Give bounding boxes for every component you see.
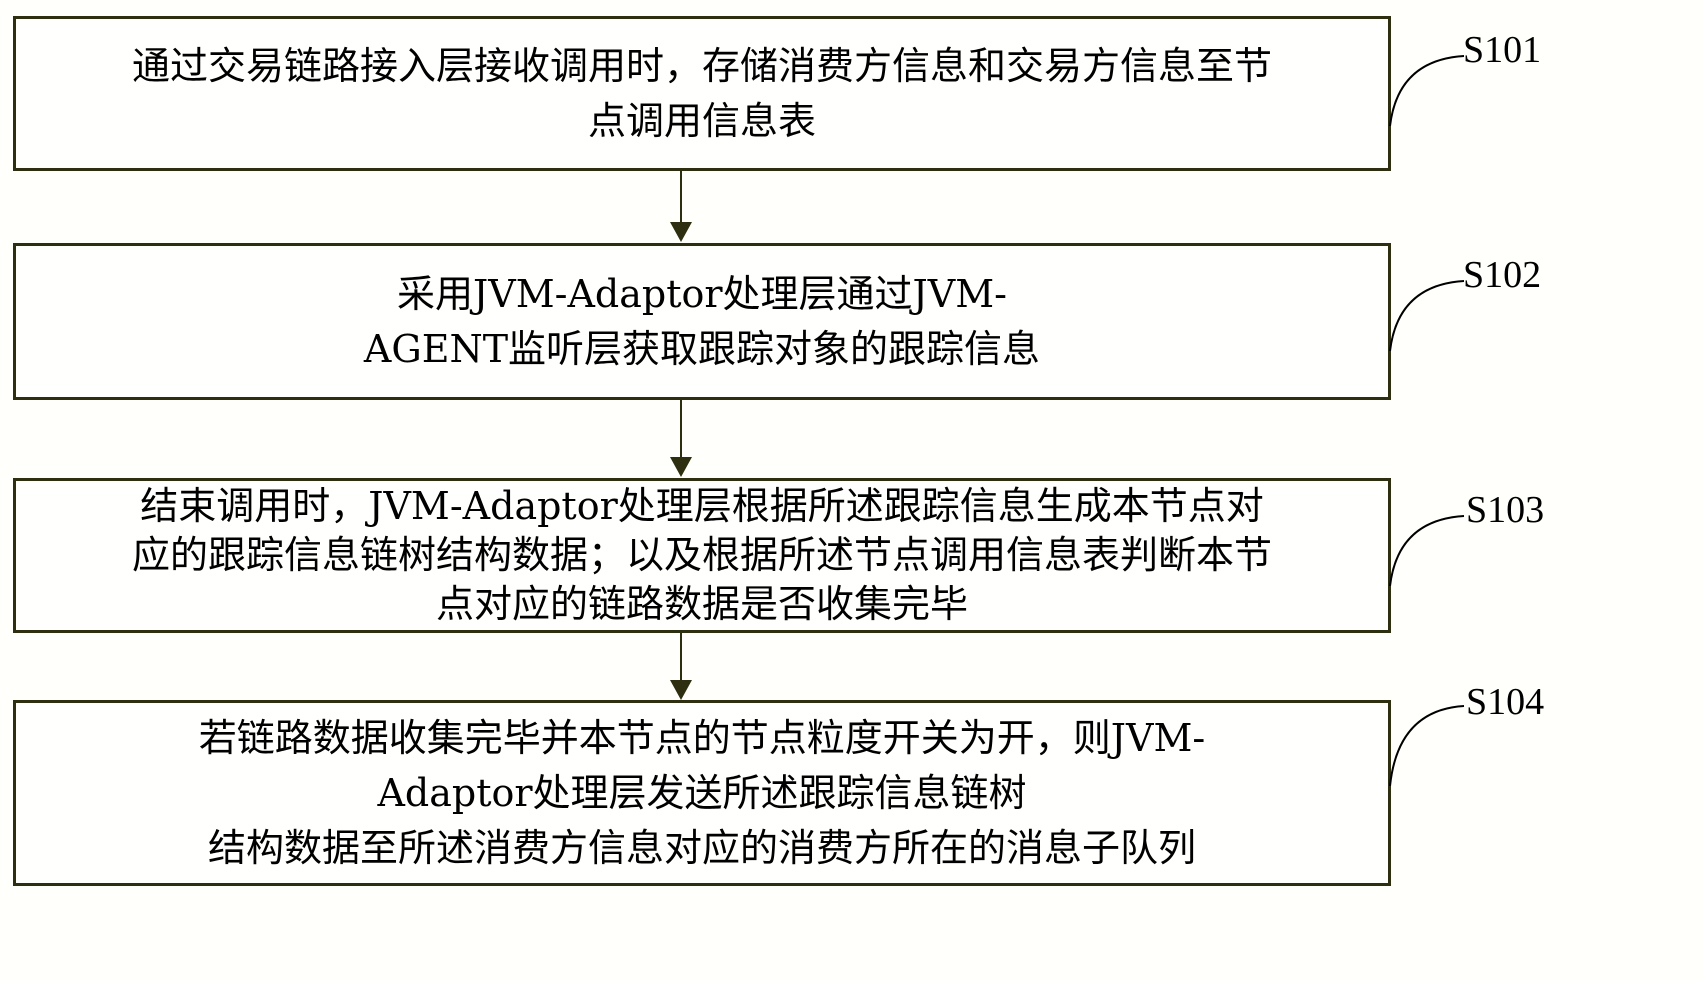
step-text: 结束调用时，JVM-Adaptor处理层根据所述跟踪信息生成本节点对 [140,484,1264,528]
step-label-s101: S101 [1463,29,1542,71]
step-label-s102: S102 [1463,254,1542,296]
arrow-connector [680,171,682,223]
leader-line-s101 [1389,55,1465,127]
step-box-s101: 通过交易链路接入层接收调用时，存储消费方信息和交易方信息至节 点调用信息表 [13,16,1391,171]
step-text: 采用JVM-Adaptor处理层通过JVM- [397,271,1007,316]
step-text: 点调用信息表 [587,98,816,143]
step-text: 结构数据至所述消费方信息对应的消费方所在的消息子队列 [207,825,1196,870]
arrow-head-icon [670,680,692,700]
step-text: AGENT监听层获取跟踪对象的跟踪信息 [363,326,1041,371]
step-text: 点对应的链路数据是否收集完毕 [435,582,968,626]
arrow-head-icon [670,222,692,242]
arrow-connector [680,400,682,458]
step-text: Adaptor处理层发送所述跟踪信息链树 [377,770,1027,815]
leader-line-s104 [1389,705,1465,787]
step-box-s102: 采用JVM-Adaptor处理层通过JVM- AGENT监听层获取跟踪对象的跟踪… [13,243,1391,400]
step-box-s104: 若链路数据收集完毕并本节点的节点粒度开关为开，则JVM- Adaptor处理层发… [13,700,1391,886]
step-text: 通过交易链路接入层接收调用时，存储消费方信息和交易方信息至节 [131,43,1272,88]
leader-line-s102 [1389,280,1465,352]
arrow-head-icon [670,457,692,477]
arrow-connector [680,633,682,681]
step-text: 若链路数据收集完毕并本节点的节点粒度开关为开，则JVM- [198,715,1206,760]
leader-line-s103 [1389,515,1465,587]
step-label-s103: S103 [1466,489,1545,531]
step-text: 应的跟踪信息链树结构数据；以及根据所述节点调用信息表判断本节 [131,533,1272,577]
step-label-s104: S104 [1466,681,1545,723]
step-box-s103: 结束调用时，JVM-Adaptor处理层根据所述跟踪信息生成本节点对 应的跟踪信… [13,478,1391,633]
